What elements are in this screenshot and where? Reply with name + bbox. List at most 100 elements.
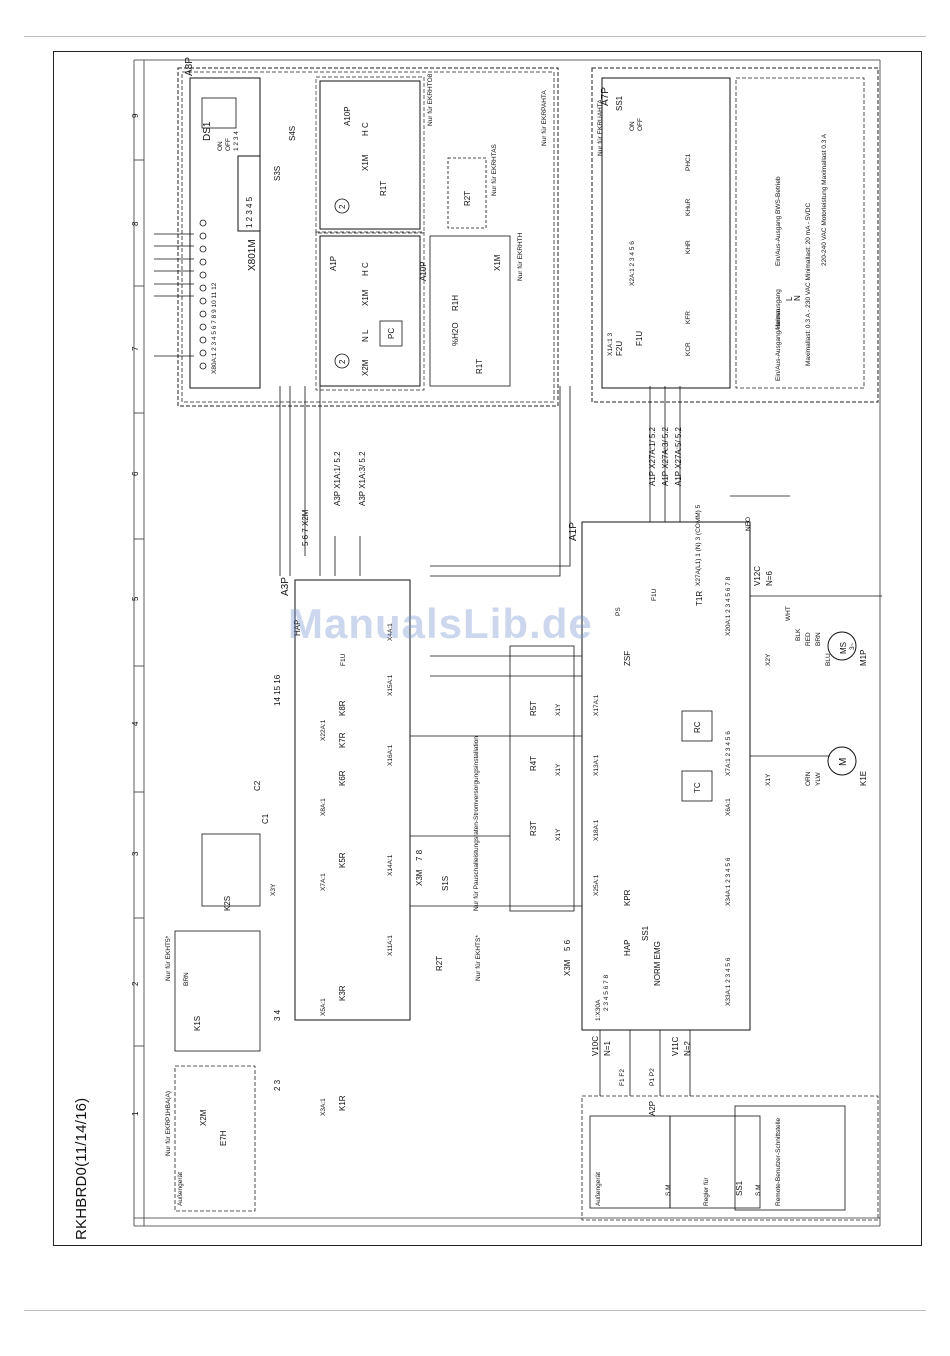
indicator-hap-a1p: HAP bbox=[623, 940, 632, 956]
ground-neo: NEO bbox=[745, 517, 752, 531]
note-ekhbrd: Nur für EKRHTO8 bbox=[427, 73, 434, 126]
connector-x3y: X3Y bbox=[270, 883, 277, 896]
ref-x27a-3: A1P X27A:5/ 5.2 bbox=[674, 426, 683, 486]
motor-k1e: K1E bbox=[859, 771, 868, 786]
header-rule bbox=[24, 36, 926, 37]
switch-s1s: S1S bbox=[441, 876, 450, 891]
wire-ylw: YLW bbox=[815, 772, 822, 786]
wire-brn: BRN bbox=[183, 972, 190, 986]
connector-x1y-c: X1Y bbox=[555, 828, 562, 841]
connector-x30a: 1:X30A bbox=[595, 999, 602, 1021]
fuse-f1u-a3p: F1U bbox=[340, 653, 347, 666]
connector-x27a-pins: X27A(L1) 1 (N) 3 (COMM) 5 bbox=[695, 504, 702, 586]
connector-x1y-motor: X1Y bbox=[765, 773, 772, 786]
ds1-off: OFF bbox=[225, 138, 232, 151]
switch-ss1-a7p: SS1 bbox=[615, 95, 624, 111]
fuse-f1u-a7p: F1U bbox=[635, 331, 644, 346]
connector-x5a: X5A:1 bbox=[320, 998, 327, 1016]
grid-ruler bbox=[133, 59, 881, 1227]
note-alarm: Alarmausgang bbox=[775, 289, 782, 331]
board-label-a1p: A1P bbox=[568, 522, 579, 541]
connector-x2m-23: 2 3 bbox=[273, 1079, 282, 1091]
heater-e7h: E7H bbox=[219, 1130, 228, 1146]
grid-number: 4 bbox=[131, 721, 140, 726]
sensor-r1h: R1H bbox=[451, 295, 460, 311]
connector-x2m-e7h: X2M bbox=[199, 1109, 208, 1126]
ref-x27a-1: A1P X27A:1/ 5.2 bbox=[648, 426, 657, 486]
capacitor-c1: C1 bbox=[261, 813, 270, 824]
connector-x1m-b: X1M bbox=[361, 289, 370, 306]
connector-x2m-34: 3 4 bbox=[273, 1009, 282, 1021]
note-pauschal: Nur für Pauschalleistungsraten-Stromvers… bbox=[473, 736, 480, 911]
note-ekrhtas: Nur für EKRHTAS bbox=[491, 143, 498, 196]
document-title: RKHBRD0(11/14/16) bbox=[73, 1097, 90, 1240]
sensor-r3t: R3T bbox=[529, 821, 538, 836]
note-max-load: 220-240 VAC Motorleistung Maximallast 0.… bbox=[821, 133, 828, 266]
relay-k8r: K8R bbox=[338, 700, 347, 716]
board-a2p: Außengerät A2P SS1 S M Regler für Remote… bbox=[581, 1036, 879, 1221]
grid-number: 5 bbox=[131, 596, 140, 601]
page-frame bbox=[53, 51, 922, 1246]
ss1-off: OFF bbox=[637, 118, 644, 131]
watermark-text: ManualsLib.de bbox=[288, 600, 593, 647]
connector-x2a: X2A:1 2 3 4 5 6 bbox=[629, 241, 636, 286]
wire-orn: ORN bbox=[805, 771, 812, 786]
note-aussengeraet-a: Außengerät bbox=[177, 1172, 184, 1206]
board-label-a3p: A3P bbox=[280, 577, 291, 596]
ferrite-v12c: V12C bbox=[753, 566, 762, 586]
grid-number: 9 bbox=[131, 113, 140, 118]
wire-blk: BLK bbox=[795, 628, 802, 641]
transformer-t1r: T1R bbox=[695, 591, 704, 606]
circle-2-a: 2 bbox=[338, 204, 347, 209]
terminal-n: N bbox=[793, 295, 802, 301]
note-ekrsy: Nur für EKHT5* bbox=[165, 935, 172, 981]
connector-x34a: X34A:1 2 3 4 5 6 bbox=[725, 857, 732, 906]
motors: MS 3~ M1P M K1E X2Y X1Y WHT BLK RED BRN … bbox=[745, 517, 868, 786]
ds1-pins: 1 2 3 4 bbox=[233, 131, 240, 151]
motor-m: M bbox=[838, 758, 849, 766]
sensor-r1t-b: R1T bbox=[475, 359, 484, 374]
grid-number: 2 bbox=[131, 981, 140, 986]
sm-label-a: S M bbox=[665, 1184, 672, 1196]
connector-x2m-top: X2M bbox=[361, 359, 370, 376]
connector-x8a: X8A:1 bbox=[320, 798, 327, 816]
sensor-r2t-b: R2T bbox=[435, 956, 444, 971]
relay-kpr: KPR bbox=[623, 889, 632, 906]
switch-ss1-remote: SS1 bbox=[735, 1180, 744, 1196]
ref-x1a-2: A3P X1A:3/ 5.2 bbox=[358, 451, 367, 506]
connector-x33a: X33A:1 2 3 4 5 6 bbox=[725, 957, 732, 1006]
circle-2-b: 2 bbox=[338, 359, 347, 364]
sm-label-b: S M bbox=[755, 1184, 762, 1196]
ferrite-n6: N=6 bbox=[765, 571, 774, 586]
connector-x3m-a: X3M bbox=[415, 869, 424, 886]
note-ekrhth: Nur für EKRHTH bbox=[517, 232, 524, 281]
terminal-l: L bbox=[785, 296, 794, 301]
board-label-a2p: A2P bbox=[648, 1101, 657, 1116]
wire-blu: BLU bbox=[825, 653, 832, 666]
note-ekr3pr: Nur für EKRP1HBA(A) bbox=[165, 1091, 172, 1156]
connector-x20a: X20A:1 2 3 4 5 6 7 8 bbox=[725, 576, 732, 636]
switch-norm-emg: NORM EMG bbox=[653, 941, 662, 986]
capacitor-c2: C2 bbox=[253, 780, 262, 791]
grid-number: 8 bbox=[131, 221, 140, 226]
relay-k7r: K7R bbox=[338, 732, 347, 748]
sensor-r1t-a: R1T bbox=[379, 181, 388, 196]
connector-x18a: X18A:1 bbox=[593, 819, 600, 841]
board-label-a1p-inner: A1P bbox=[329, 256, 338, 271]
ds1-on: ON bbox=[217, 141, 224, 151]
note-ein-aus: Ein/Aus-Ausgang Heizen bbox=[775, 308, 782, 381]
x801m-pins: 1 2 3 4 5 bbox=[245, 196, 254, 228]
grid-numbers: 1 2 3 4 5 6 7 8 9 bbox=[131, 113, 140, 1116]
connector-x15a: X15A:1 bbox=[387, 674, 394, 696]
board-label-a10p-mid: A10P bbox=[419, 261, 428, 281]
wire-wht: WHT bbox=[785, 606, 792, 621]
connector-x6a: X6A:1 bbox=[725, 798, 732, 816]
component-rc: RC bbox=[693, 721, 702, 733]
connector-x14a: X14A:1 bbox=[387, 854, 394, 876]
connector-x2m-a3p: X2M bbox=[301, 509, 310, 526]
motor-m1p: M1P bbox=[859, 650, 868, 666]
wiring bbox=[279, 386, 882, 1096]
note-erkrpahta: Nur für EKRPAHTA bbox=[541, 90, 548, 146]
switch-s4s: S4S bbox=[288, 126, 297, 141]
ferrite-v11c: V11C bbox=[671, 1036, 680, 1056]
